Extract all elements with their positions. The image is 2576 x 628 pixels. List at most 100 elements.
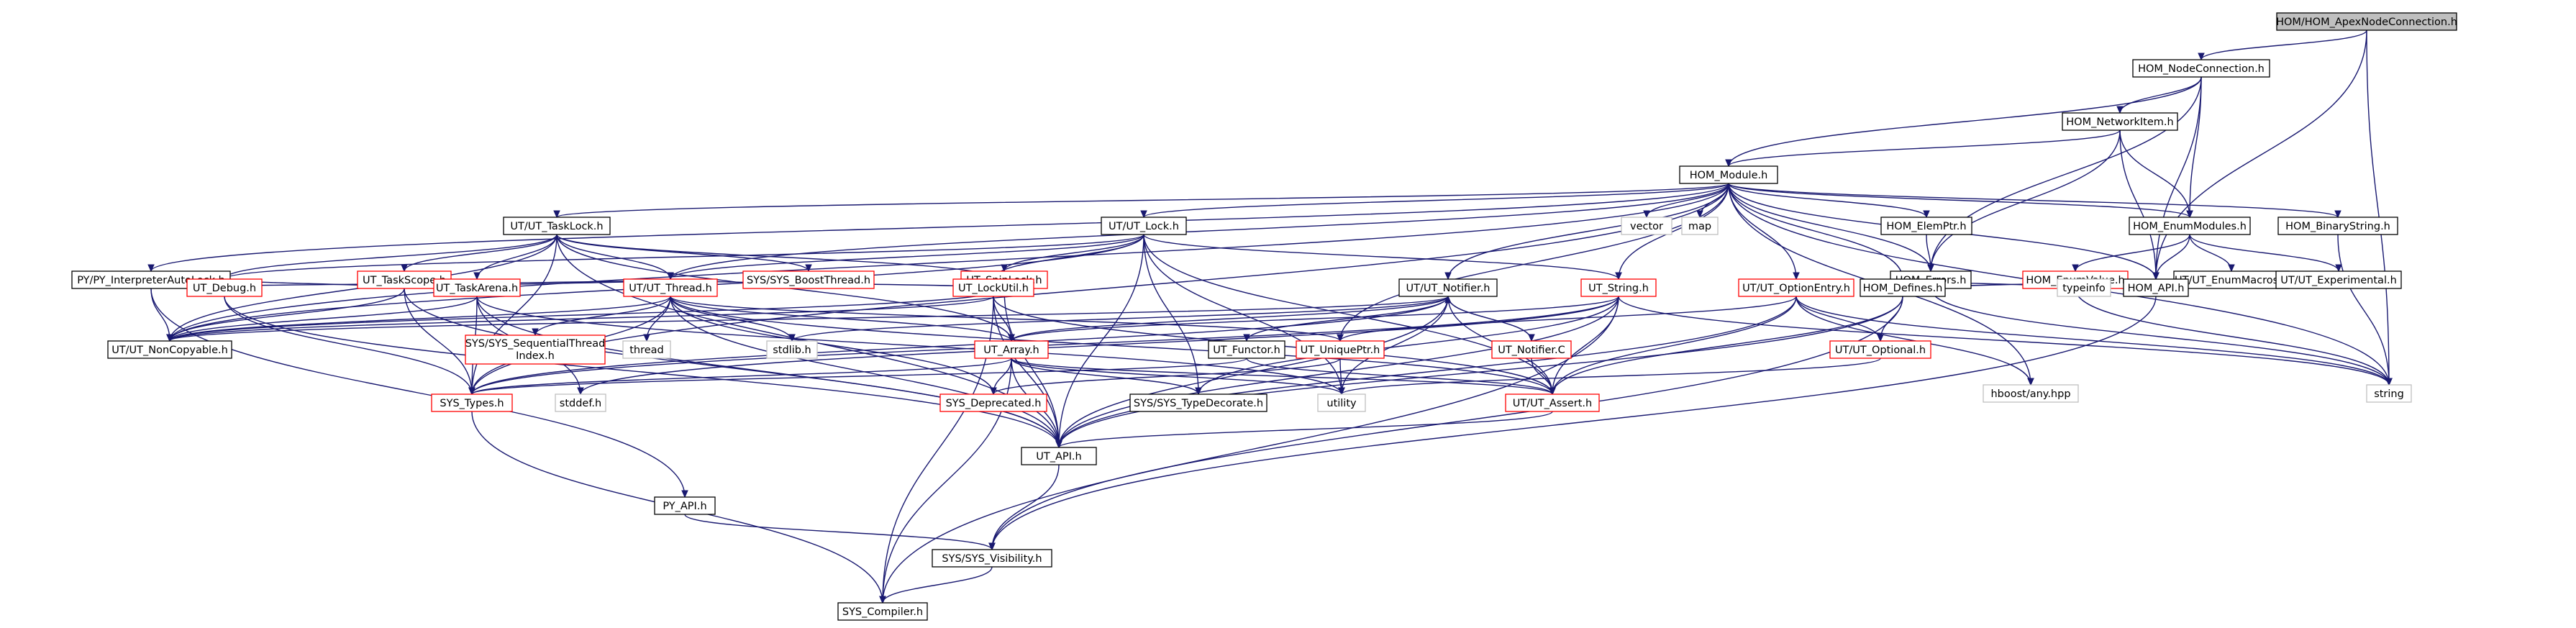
node-utassert[interactable]: UT/UT_Assert.h	[1505, 393, 1600, 412]
edge-arrowhead	[805, 264, 812, 273]
node-string[interactable]: UT_String.h	[1580, 278, 1657, 297]
node-box	[2057, 278, 2111, 297]
node-notifierc[interactable]: UT_Notifier.C	[1491, 340, 1572, 359]
node-functor[interactable]: UT_Functor.h	[1208, 340, 1285, 359]
node-pyapi[interactable]: PY_API.h	[654, 496, 716, 515]
node-visibility[interactable]: SYS/SYS_Visibility.h	[932, 549, 1052, 568]
edge-line	[1143, 234, 1553, 395]
edge-line	[471, 358, 1247, 395]
node-utapi[interactable]: UT_API.h	[1021, 447, 1097, 465]
edge-line	[1011, 296, 1619, 342]
node-homapi[interactable]: HOM_API.h	[2123, 278, 2189, 297]
edge-arrowhead	[2116, 106, 2124, 114]
node-optionentry[interactable]: UT/UT_OptionEntry.h	[1738, 278, 1854, 297]
node-stdlib[interactable]: stdlib.h	[766, 340, 818, 359]
edge-line	[169, 183, 1729, 342]
node-box	[837, 602, 928, 621]
edge-n_optionentry-to-n_optional	[1796, 296, 1884, 342]
edge-line	[670, 296, 994, 395]
node-label: hboost/any.hpp	[1990, 388, 2070, 400]
node-layer: HOM/HOM_ApexNodeConnection.hHOM_NodeConn…	[71, 12, 2457, 621]
edge-line	[2155, 76, 2202, 280]
node-nodeconn[interactable]: HOM_NodeConnection.h	[2132, 59, 2270, 78]
edge-n_optionentry-to-n_uniqueptr	[1337, 296, 1797, 342]
edge-arrowhead	[1140, 210, 1147, 219]
node-label: typeinfo	[2062, 283, 2106, 294]
node-utlock[interactable]: UT/UT_Lock.h	[1101, 217, 1187, 235]
node-debug[interactable]: UT_Debug.h	[186, 278, 263, 297]
node-utarray[interactable]: UT_Array.h	[974, 340, 1049, 359]
node-threadsys[interactable]: thread	[622, 340, 671, 359]
node-box	[1679, 165, 1778, 184]
node-module[interactable]: HOM_Module.h	[1679, 165, 1778, 184]
edge-line	[882, 566, 993, 604]
node-label: HOM_NetworkItem.h	[2066, 117, 2173, 128]
node-deprecated[interactable]: SYS_Deprecated.h	[939, 393, 1047, 412]
node-box	[1101, 217, 1187, 235]
edge-n_debug-to-n_utapi	[224, 296, 1062, 449]
node-label: UT_String.h	[1588, 283, 1649, 294]
edge-n_root-to-n_string_sys	[2366, 29, 2393, 386]
node-stddef[interactable]: stddef.h	[555, 393, 606, 412]
node-vector[interactable]: vector	[1621, 217, 1672, 235]
edge-line	[670, 296, 1341, 342]
node-defines[interactable]: HOM_Defines.h	[1860, 278, 1946, 297]
edge-line	[1003, 234, 1144, 272]
edge-line	[150, 288, 170, 342]
edge-line	[404, 288, 1060, 448]
edge-line	[1011, 296, 1449, 342]
node-systypes[interactable]: SYS_Types.h	[431, 393, 513, 412]
edge-arrowhead	[1055, 440, 1062, 449]
node-noncopyable[interactable]: UT/UT_NonCopyable.h	[107, 340, 232, 359]
edge-line	[1447, 296, 1532, 342]
node-netitem[interactable]: HOM_NetworkItem.h	[2062, 112, 2178, 131]
node-enummacros[interactable]: UT/UT_EnumMacros.h	[2173, 270, 2290, 289]
node-experimental[interactable]: UT/UT_Experimental.h	[2275, 270, 2402, 289]
node-label: thread	[629, 345, 664, 356]
edge-n_utapi-to-n_visibility	[988, 464, 1060, 551]
node-taskarena[interactable]: UT_TaskArena.h	[433, 278, 521, 297]
node-boostthread[interactable]: SYS/SYS_BoostThread.h	[742, 270, 875, 289]
node-box	[1983, 384, 2079, 403]
edge-n_module-to-n_elemptr	[1728, 183, 1930, 219]
edge-n_enummodules-to-n_enummacros	[2189, 234, 2235, 273]
node-enummodules[interactable]: HOM_EnumModules.h	[2129, 217, 2251, 235]
node-binarystring[interactable]: HOM_BinaryString.h	[2277, 217, 2398, 235]
edge-line	[2200, 29, 2367, 60]
node-elemptr[interactable]: HOM_ElemPtr.h	[1880, 217, 1972, 235]
edge-line	[2337, 234, 2390, 386]
node-thread[interactable]: UT/UT_Thread.h	[623, 278, 718, 297]
node-box	[974, 340, 1049, 359]
node-box	[1317, 393, 1366, 412]
node-string-sys[interactable]: string	[2366, 384, 2412, 403]
node-box	[2276, 12, 2457, 31]
edge-line	[224, 296, 1060, 448]
node-label: HOM_EnumModules.h	[2133, 221, 2247, 232]
node-label: UT_Debug.h	[193, 283, 256, 294]
node-typeinfo[interactable]: typeinfo	[2057, 278, 2111, 297]
edge-line	[991, 464, 1060, 550]
edge-n_visibility-to-n_compiler	[879, 566, 993, 604]
edge-n_pyinterp-to-n_noncopyable	[150, 288, 173, 342]
node-box	[2062, 112, 2178, 131]
node-box	[2366, 384, 2412, 403]
node-lockutil[interactable]: UT_LockUtil.h	[952, 278, 1034, 297]
node-typedecorate[interactable]: SYS/SYS_TypeDecorate.h	[1129, 393, 1267, 412]
node-uniqueptr[interactable]: UT_UniquePtr.h	[1296, 340, 1385, 359]
node-box	[742, 270, 875, 289]
node-root[interactable]: HOM/HOM_ApexNodeConnection.h	[2276, 12, 2457, 31]
node-compiler[interactable]: SYS_Compiler.h	[837, 602, 928, 621]
node-utility[interactable]: utility	[1317, 393, 1366, 412]
edge-n_module-to-n_enummodules	[1728, 183, 2193, 219]
edge-line	[224, 234, 557, 280]
node-notifier[interactable]: UT/UT_Notifier.h	[1398, 278, 1498, 297]
edge-line	[150, 288, 686, 498]
node-label: UT/UT_Lock.h	[1109, 221, 1179, 232]
edge-arrowhead	[1338, 387, 1345, 396]
node-optional[interactable]: UT/UT_Optional.h	[1829, 340, 1931, 359]
node-tasklock[interactable]: UT/UT_TaskLock.h	[503, 217, 611, 235]
node-anyhpp[interactable]: hboost/any.hpp	[1983, 384, 2079, 403]
node-map[interactable]: map	[1681, 217, 1719, 235]
edge-line	[404, 234, 557, 272]
